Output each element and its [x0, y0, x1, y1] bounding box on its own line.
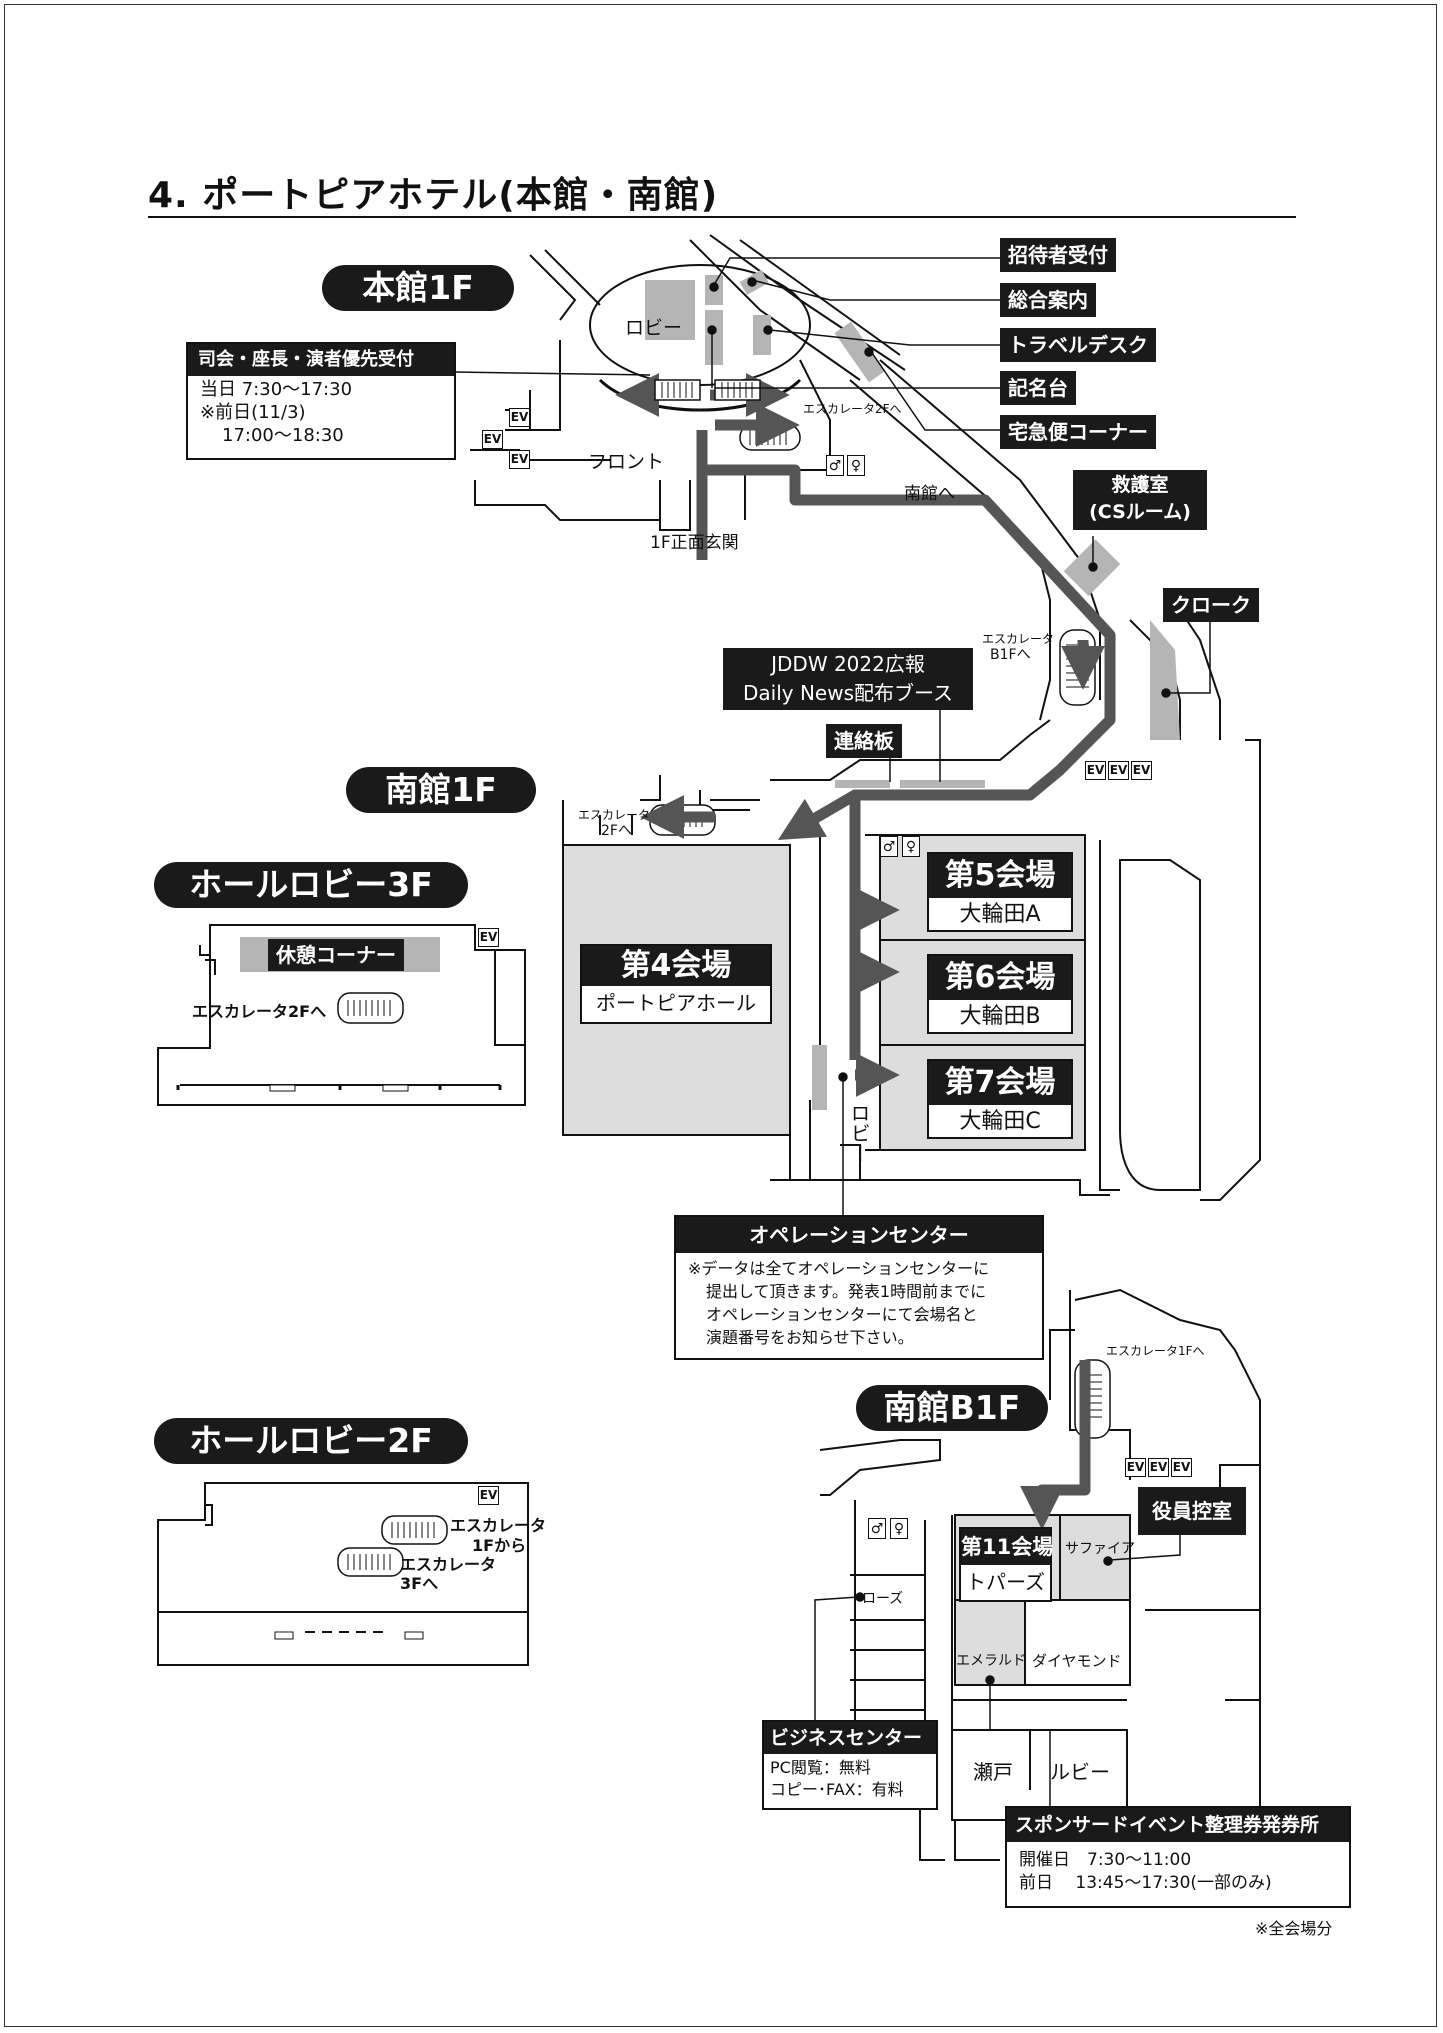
elevator-icon: EV [482, 430, 503, 449]
elevator-icon: EV [1131, 761, 1152, 780]
room-sapphire: サファイア [1065, 1541, 1135, 1557]
elevator-icon: EV [509, 408, 530, 427]
page-title: 4. ポートピアホテル(本館・南館) [148, 175, 719, 216]
main-lobby-label: ロビー [625, 317, 683, 339]
restroom-icon: ♀ [902, 836, 920, 857]
restroom-icon: ♀ [847, 455, 865, 476]
business-center-title: ビジネスセンター [764, 1722, 936, 1754]
hall-3f-escalator-label: エスカレータ2Fへ [192, 1002, 327, 1021]
venue-4-name: 第4会場 [582, 946, 770, 986]
tag-notice-board: 連絡板 [826, 724, 902, 758]
speaker-reception-line-3: 17:00〜18:30 [222, 425, 344, 446]
elevator-icon: EV [1171, 1458, 1192, 1477]
hall-2f-escalator-from-1f-1: エスカレータ [450, 1516, 547, 1535]
elevator-icon: EV [1108, 761, 1129, 780]
tag-invitee-reception: 招待者受付 [1000, 238, 1116, 272]
operation-center-title: オペレーションセンター [676, 1217, 1042, 1253]
elevator-icon: EV [478, 1486, 499, 1505]
sponsor-ticket-title: スポンサードイベント整理券発券所 [1007, 1808, 1349, 1842]
tag-first-aid-room: 救護室 (CSルーム) [1073, 470, 1207, 530]
restroom-icon: ♂ [880, 836, 898, 857]
floor-hall-lobby-3f-label: ホールロビー3F [154, 862, 468, 908]
south-lobby-label: ロビー [847, 1103, 871, 1163]
venue-6-sub: 大輪田B [959, 1004, 1041, 1029]
b1f-escalator-to-1f-label: エスカレータ1Fへ [1106, 1344, 1205, 1358]
escalator-to-b1f-label-2: B1Fへ [990, 647, 1031, 663]
business-center-line-1: PC閲覧：無料 [770, 1758, 871, 1777]
tag-rest-corner: 休憩コーナー [268, 939, 404, 971]
jddw-booth-line-2: Daily News配布ブース [742, 681, 953, 705]
operation-center-line-1: ※データは全てオペレーションセンターに [688, 1259, 990, 1278]
jddw-booth-label: JDDW 2022広報 Daily News配布ブース [723, 648, 973, 710]
operation-center-line-4: 演題番号をお知らせ下さい。 [706, 1328, 914, 1347]
venue-6[interactable]: 第6会場 大輪田B [927, 954, 1073, 1034]
restroom-icon: ♀ [890, 1518, 908, 1539]
venue-11[interactable]: 第11会場 トパーズ [959, 1527, 1053, 1602]
jddw-booth-line-1: JDDW 2022広報 [771, 652, 925, 676]
venue-7-sub: 大輪田C [959, 1109, 1041, 1134]
to-south-building-label: 南館へ [904, 484, 955, 504]
venue-5-name: 第5会場 [929, 854, 1071, 898]
room-seto: 瀬戸 [973, 1760, 1013, 1784]
title-rule [148, 216, 1296, 218]
venue-6-name: 第6会場 [929, 956, 1071, 1000]
operation-center-box: オペレーションセンター ※データは全てオペレーションセンターに 提出して頂きます… [674, 1215, 1044, 1360]
venue-4-sub: ポートピアホール [596, 991, 756, 1015]
escalator-to-b1f-label-1: エスカレータ [982, 632, 1055, 646]
sponsor-ticket-line-1: 開催日 7:30〜11:00 [1019, 1850, 1192, 1870]
sponsor-ticket-box: スポンサードイベント整理券発券所 開催日 7:30〜11:00 前日 13:45… [1005, 1806, 1351, 1908]
speaker-reception-title: 司会・座長・演者優先受付 [188, 344, 454, 376]
venue-4[interactable]: 第4会場 ポートピアホール [580, 944, 772, 1024]
page-frame [4, 4, 1437, 2027]
front-desk-label: フロント [588, 451, 665, 473]
first-aid-line-1: 救護室 [1111, 474, 1169, 496]
floor-hall-lobby-2f-label: ホールロビー2F [154, 1418, 468, 1464]
room-ruby: ルビー [1050, 1760, 1110, 1784]
operation-center-line-2: 提出して頂きます。発表1時間前までに [706, 1282, 987, 1301]
speaker-reception-line-2: ※前日(11/3) [200, 402, 306, 423]
tag-travel-desk: トラベルデスク [1000, 328, 1156, 362]
floor-main-1f-label: 本館1F [322, 265, 514, 311]
floor-south-1f-label: 南館1F [346, 767, 536, 813]
hall-2f-escalator-from-1f-2: 1Fから [472, 1536, 527, 1555]
venue-5-sub: 大輪田A [959, 902, 1041, 927]
venue-5[interactable]: 第5会場 大輪田A [927, 852, 1073, 932]
escalator-to-2f-south-label-1: エスカレータ [578, 808, 651, 822]
elevator-icon: EV [1125, 1458, 1146, 1477]
venue-11-name: 第11会場 [961, 1529, 1053, 1565]
tag-information: 総合案内 [1000, 283, 1096, 317]
elevator-icon: EV [478, 928, 499, 947]
sponsor-ticket-line-2: 前日 13:45〜17:30(一部のみ) [1019, 1873, 1272, 1893]
speaker-reception-line-1: 当日 7:30〜17:30 [200, 379, 353, 400]
business-center-box: ビジネスセンター PC閲覧：無料 コピー･FAX：有料 [762, 1720, 938, 1810]
venue-11-sub: トパーズ [966, 1570, 1045, 1594]
tag-registration-table: 記名台 [1000, 371, 1076, 405]
elevator-icon: EV [1085, 761, 1106, 780]
escalator-to-2f-label: エスカレータ2Fへ [803, 402, 902, 416]
main-entrance-label: 1F正面玄関 [650, 533, 739, 553]
floor-south-b1f-label: 南館B1F [856, 1385, 1048, 1431]
venue-7-name: 第7会場 [929, 1061, 1071, 1105]
venue-7[interactable]: 第7会場 大輪田C [927, 1059, 1073, 1139]
business-center-line-2: コピー･FAX：有料 [770, 1780, 904, 1799]
speaker-reception-box: 司会・座長・演者優先受付 当日 7:30〜17:30 ※前日(11/3) 17:… [186, 342, 456, 460]
footnote-all-venues: ※全会場分 [1255, 1919, 1333, 1938]
tag-cloak: クローク [1163, 588, 1259, 622]
first-aid-line-2: (CSルーム) [1089, 501, 1191, 523]
hall-2f-escalator-to-3f-2: 3Fへ [400, 1574, 439, 1593]
restroom-icon: ♂ [826, 455, 844, 476]
room-emerald: エメラルド [956, 1653, 1026, 1669]
room-diamond: ダイヤモンド [1032, 1652, 1122, 1670]
tag-delivery-corner: 宅急便コーナー [1000, 415, 1156, 449]
escalator-to-2f-south-label-2: 2Fへ [601, 823, 632, 839]
elevator-icon: EV [509, 450, 530, 469]
hall-2f-escalator-to-3f-1: エスカレータ [400, 1555, 497, 1574]
restroom-icon: ♂ [868, 1518, 886, 1539]
operation-center-line-3: オペレーションセンターにて会場名と [706, 1305, 978, 1324]
elevator-icon: EV [1148, 1458, 1169, 1477]
room-rose: ローズ [862, 1591, 904, 1607]
tag-officers-room: 役員控室 [1138, 1487, 1246, 1535]
